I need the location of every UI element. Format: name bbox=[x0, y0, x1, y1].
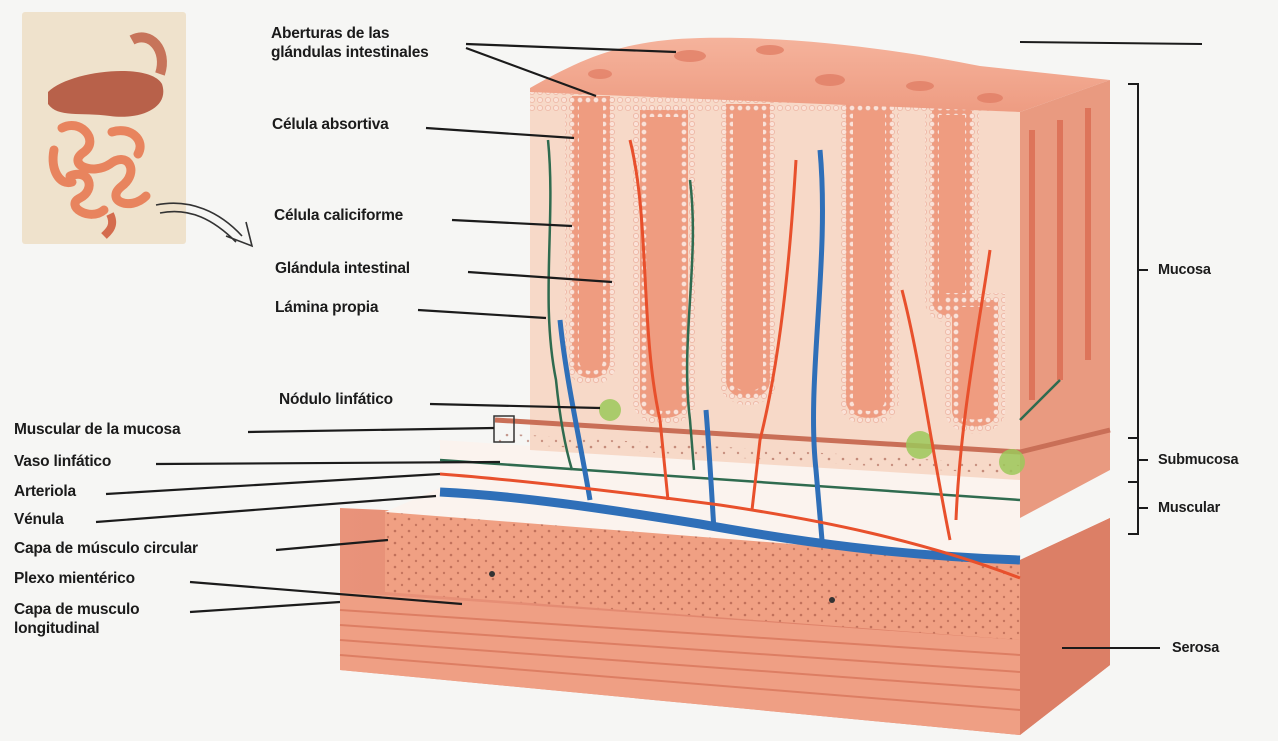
label-capa-longitudinal: Capa de musculo longitudinal bbox=[14, 600, 139, 638]
label-submucosa: Submucosa bbox=[1158, 451, 1238, 470]
label-celula-caliciforme: Célula caliciforme bbox=[274, 206, 403, 225]
label-glandula-intestinal: Glándula intestinal bbox=[275, 259, 410, 278]
label-mucosa: Mucosa bbox=[1158, 261, 1211, 280]
label-vaso-linfatico: Vaso linfático bbox=[14, 452, 111, 471]
label-serosa: Serosa bbox=[1172, 639, 1219, 658]
label-muscular: Muscular bbox=[1158, 499, 1220, 518]
label-lamina-propia: Lámina propia bbox=[275, 298, 378, 317]
label-nodulo-linfatico: Nódulo linfático bbox=[279, 390, 393, 409]
label-capa-circular: Capa de músculo circular bbox=[14, 539, 198, 558]
label-aberturas: Aberturas de las glándulas intestinales bbox=[271, 24, 429, 62]
label-muscular-mucosa: Muscular de la mucosa bbox=[14, 420, 180, 439]
tissue-block bbox=[340, 38, 1110, 735]
label-celula-absortiva: Célula absortiva bbox=[272, 115, 389, 134]
label-venula: Vénula bbox=[14, 510, 64, 529]
label-plexo-mienterico: Plexo mientérico bbox=[14, 569, 135, 588]
label-arteriola: Arteriola bbox=[14, 482, 76, 501]
intestine-inset bbox=[22, 12, 186, 244]
